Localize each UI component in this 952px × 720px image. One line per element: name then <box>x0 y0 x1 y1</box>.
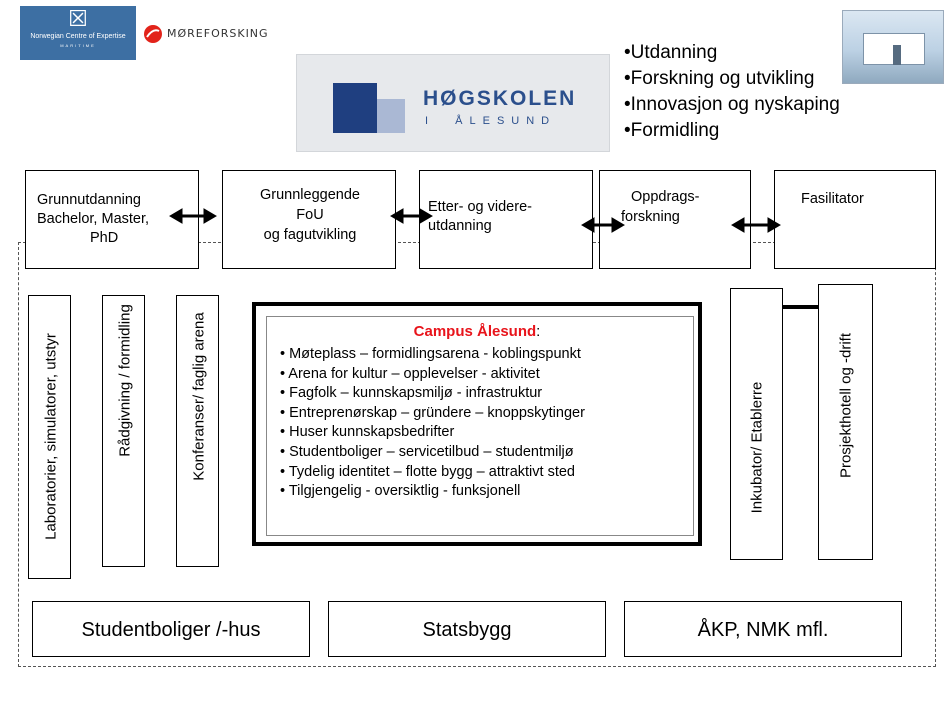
bottom-box-akp: ÅKP, NMK mfl. <box>624 601 902 657</box>
bottom-box-statsbygg-label: Statsbygg <box>422 619 512 641</box>
bottom-box-akp-label: ÅKP, NMK mfl. <box>697 619 829 641</box>
hogskolen-logo: HØGSKOLEN I ÅLESUND <box>296 54 610 152</box>
hogskolen-logo-square-light <box>377 99 405 133</box>
building-photo-figure <box>893 45 901 65</box>
campus-box: Campus Ålesund: • Møteplass – formidling… <box>252 302 702 546</box>
vbox-konferanser-label: Konferanser/ faglig arena <box>190 312 208 481</box>
campus-list-item: • Arena for kultur – opplevelser - aktiv… <box>280 365 540 382</box>
bottom-box-statsbygg: Statsbygg <box>328 601 606 657</box>
campus-list: • Møteplass – formidlingsarena - kobling… <box>280 345 694 502</box>
top-box-fasilitator: Fasilitator <box>774 170 936 269</box>
ncem-logo-text: Norwegian Centre of Expertise <box>30 33 126 40</box>
roles-list: •Utdanning •Forskning og utvikling •Inno… <box>624 40 884 144</box>
top-box-grunnutdanning: Grunnutdanning Bachelor, Master, PhD <box>25 170 199 269</box>
role-item: •Forskning og utvikling <box>624 68 815 89</box>
campus-inner-frame <box>266 316 694 536</box>
top-box-fasilitator-line: Fasilitator <box>801 191 864 207</box>
top-box-oppdrag: Oppdrags- forskning <box>599 170 751 269</box>
ncem-logo-mark-icon: ☒ <box>68 6 88 31</box>
vbox-laboratorier: Laboratorier, simulatorer, utstyr <box>28 295 71 579</box>
double-arrow-icon <box>581 217 625 233</box>
bottom-box-studentboliger-label: Studentboliger /-hus <box>81 619 261 641</box>
top-box-etter-videre-line: utdanning <box>428 218 492 234</box>
top-box-oppdrag-line: forskning <box>621 209 680 225</box>
hogskolen-logo-title: HØGSKOLEN <box>423 87 577 110</box>
hogskolen-logo-square-icon <box>333 83 377 133</box>
vbox-prosjekthotell: Prosjekthotell og -drift <box>818 284 873 560</box>
role-item: •Innovasjon og nyskaping <box>624 94 840 115</box>
bottom-box-studentboliger: Studentboliger /-hus <box>32 601 310 657</box>
campus-list-item: • Studentboliger – servicetilbud – stude… <box>280 443 574 460</box>
double-arrow-icon <box>731 217 781 233</box>
role-item: •Formidling <box>624 120 720 141</box>
double-arrow-icon <box>390 208 433 224</box>
vbox-prosjekthotell-label: Prosjekthotell og -drift <box>837 332 855 479</box>
building-photo <box>842 10 944 84</box>
top-box-grunnutdanning-line: Bachelor, Master, <box>37 211 150 227</box>
top-box-grunnutdanning-line: Grunnutdanning <box>37 192 141 208</box>
hogskolen-logo-subtitle: I ÅLESUND <box>425 115 557 127</box>
campus-list-item: • Møteplass – formidlingsarena - kobling… <box>280 346 581 362</box>
ncem-logo: ☒ Norwegian Centre of Expertise MARITIME <box>20 6 136 60</box>
campus-list-item: • Tydelig identitet – flotte bygg – attr… <box>280 463 575 480</box>
campus-list-item: • Tilgjengelig - oversiktlig - funksjone… <box>280 483 521 500</box>
vbox-laboratorier-label: Laboratorier, simulatorer, utstyr <box>42 333 60 540</box>
campus-list-item: • Entreprenørskap – gründere – knoppskyt… <box>280 404 585 421</box>
moreforsking-logo: MØREFORSKING <box>143 24 283 44</box>
top-box-etter-videre-line: Etter- og videre- <box>428 199 532 215</box>
top-box-fou-line: FoU <box>296 207 324 223</box>
campus-title: Campus Ålesund: <box>256 323 698 340</box>
top-box-fou-line: og fagutvikling <box>263 227 357 243</box>
vbox-radgivning: Rådgivning / formidling <box>102 295 145 567</box>
top-box-oppdrag-line: Oppdrags- <box>631 189 700 205</box>
top-box-etter-videre: Etter- og videre- utdanning <box>419 170 593 269</box>
vbox-inkubator: Inkubator/ Etablerre <box>730 288 783 560</box>
moreforsking-swirl-icon <box>144 25 162 43</box>
role-item: •Utdanning <box>624 42 718 63</box>
double-arrow-icon <box>169 208 217 224</box>
top-box-grunnutdanning-line: PhD <box>90 230 119 246</box>
campus-list-item: • Fagfolk – kunnskapsmiljø - infrastrukt… <box>280 385 543 402</box>
campus-title-colon: : <box>536 323 541 340</box>
ncem-logo-subtext: MARITIME <box>60 43 96 48</box>
moreforsking-logo-text: MØREFORSKING <box>167 27 269 40</box>
top-box-fou: Grunnleggende FoU og fagutvikling <box>222 170 396 269</box>
vbox-radgivning-label: Rådgivning / formidling <box>116 304 134 457</box>
vbox-inkubator-label: Inkubator/ Etablerre <box>748 381 766 514</box>
campus-title-text: Campus Ålesund <box>413 323 537 340</box>
vbox-konferanser: Konferanser/ faglig arena <box>176 295 219 567</box>
top-box-fou-line: Grunnleggende <box>260 187 360 203</box>
campus-list-item: • Huser kunnskapsbedrifter <box>280 424 455 441</box>
